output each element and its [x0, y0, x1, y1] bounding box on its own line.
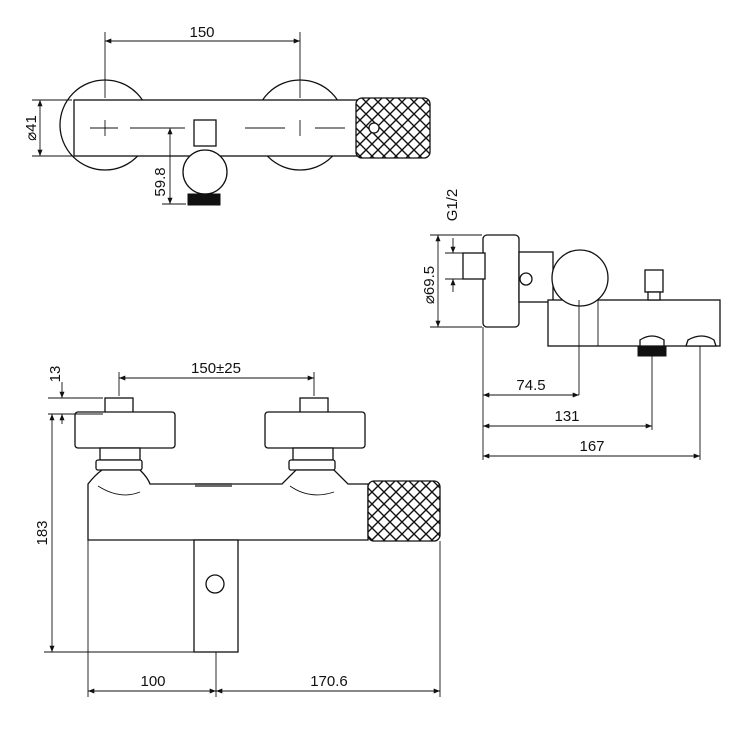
dim-top-outlet: 59.8 — [152, 167, 169, 196]
dim-front-13: 13 — [47, 366, 64, 383]
front-body — [87, 469, 369, 541]
dim-side-diameter: ⌀69.5 — [421, 266, 438, 304]
dim-front-100: 100 — [140, 673, 165, 690]
front-diverter-knob — [205, 574, 225, 594]
dim-side-131: 131 — [554, 408, 579, 425]
dim-side-thread: G1/2 — [444, 189, 461, 222]
front-right-flange — [264, 411, 366, 449]
side-eccentric-nut — [519, 272, 533, 286]
dim-top-width: 150 — [189, 24, 214, 41]
side-view: G1/2 ⌀69.5 74.5 131 167 — [421, 189, 721, 460]
front-view: 13 150±25 183 100 170.6 — [34, 360, 441, 697]
top-knurled-handle — [355, 97, 431, 159]
front-spout — [193, 539, 239, 653]
top-outlet-aerator — [187, 193, 221, 206]
side-diverter — [644, 269, 664, 293]
dim-front-1706: 170.6 — [310, 673, 348, 690]
side-spout — [685, 335, 717, 347]
dim-side-167: 167 — [579, 438, 604, 455]
top-diverter-knob — [193, 119, 217, 147]
side-outlet-aerator — [637, 345, 667, 357]
dim-front-height: 183 — [34, 520, 51, 545]
front-left-flange — [74, 411, 176, 449]
top-view: 150 ⌀41 59.8 — [23, 24, 431, 206]
top-handle-screw — [368, 122, 380, 134]
dim-front-spacing: 150±25 — [191, 360, 241, 377]
side-inlet-nipple — [462, 252, 486, 280]
top-outlet-body — [182, 149, 228, 195]
side-flange — [482, 234, 520, 328]
front-knurled-handle — [367, 480, 441, 542]
dim-top-diameter: ⌀41 — [23, 115, 40, 141]
side-handle — [551, 249, 609, 307]
dim-side-745: 74.5 — [516, 377, 545, 394]
